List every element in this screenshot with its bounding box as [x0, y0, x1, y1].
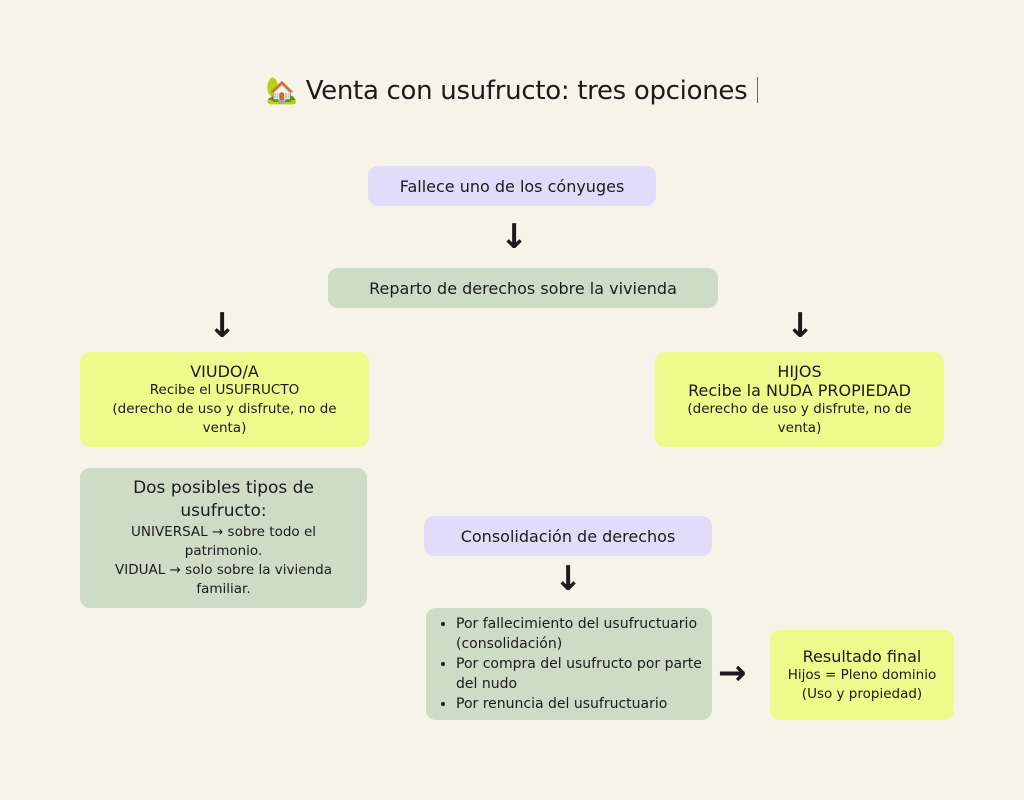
node-line: (Uso y propiedad): [801, 685, 923, 702]
house-icon: 🏡: [265, 76, 298, 106]
node-resultado: Resultado final Hijos = Pleno dominio (U…: [770, 630, 954, 720]
arrow-down-icon: ↓: [553, 559, 583, 599]
node-heading: HIJOS: [777, 361, 822, 381]
node-fallece: Fallece uno de los cónyuges: [368, 166, 656, 206]
node-text: Fallece uno de los cónyuges: [399, 176, 625, 196]
node-consolidacion: Consolidación de derechos: [424, 516, 712, 556]
node-heading: Dos posibles tipos de usufructo:: [133, 478, 314, 521]
arrow-right-icon: →: [718, 653, 747, 693]
node-heading: Resultado final: [802, 646, 922, 666]
node-line: Recibe la NUDA PROPIEDAD: [688, 380, 911, 400]
list-item: Por fallecimiento del usufructuario (con…: [456, 614, 702, 654]
node-viudo: VIUDO/A Recibe el USUFRUCTO (derecho de …: [80, 352, 369, 447]
arrow-down-icon: ↓: [785, 306, 815, 346]
text-cursor: [757, 77, 759, 103]
node-tipos: Dos posibles tipos de usufructo: UNIVERS…: [80, 468, 367, 608]
node-line: Hijos = Pleno dominio: [787, 666, 937, 683]
node-line: UNIVERSAL → sobre todo el patrimonio.: [130, 524, 317, 559]
list-item: Por compra del usufructo por parte del n…: [456, 654, 702, 694]
node-causas: Por fallecimiento del usufructuario (con…: [426, 608, 712, 720]
node-reparto: Reparto de derechos sobre la vivienda: [328, 268, 718, 308]
arrow-down-icon: ↓: [207, 306, 237, 346]
causas-list: Por fallecimiento del usufructuario (con…: [438, 614, 702, 714]
node-hijos: HIJOS Recibe la NUDA PROPIEDAD (derecho …: [655, 352, 944, 447]
node-line: (derecho de uso y disfrute, no de venta): [112, 400, 337, 436]
node-line: (derecho de uso y disfrute, no de venta): [687, 400, 912, 436]
arrow-down-icon: ↓: [499, 217, 529, 257]
node-line: VIDUAL → solo sobre la vivienda familiar…: [115, 562, 332, 597]
node-heading: VIUDO/A: [190, 361, 259, 381]
list-item: Por renuncia del usufructuario: [456, 694, 702, 714]
node-text: Consolidación de derechos: [460, 526, 676, 546]
page-title: 🏡 Venta con usufructo: tres opciones: [0, 76, 1024, 106]
node-text: Reparto de derechos sobre la vivienda: [369, 278, 677, 298]
node-line: Recibe el USUFRUCTO: [149, 381, 300, 398]
